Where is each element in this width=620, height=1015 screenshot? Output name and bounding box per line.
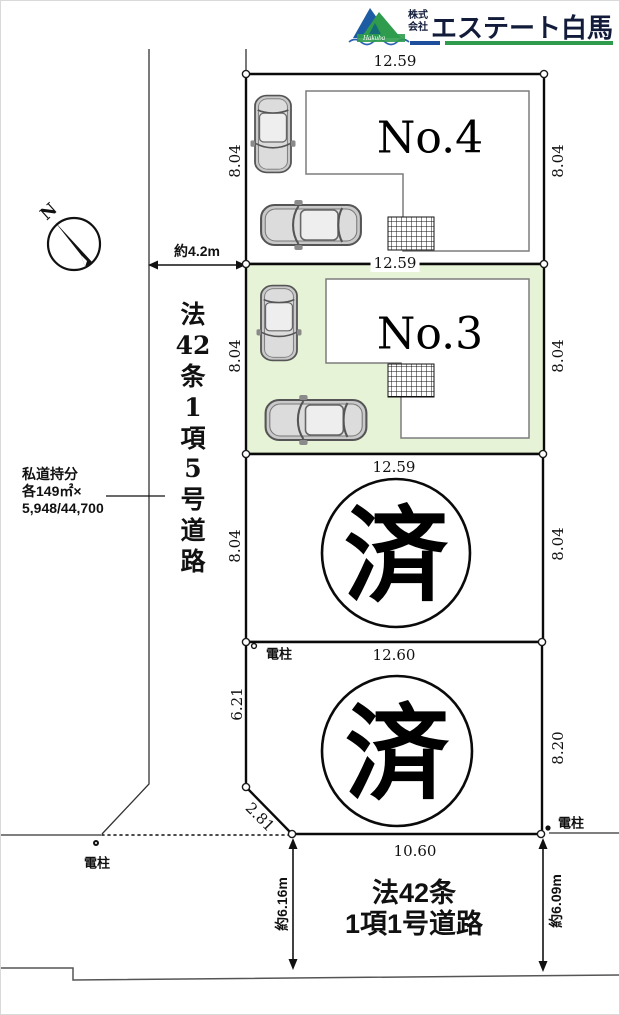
road-width-616-label: 約6.16m xyxy=(274,877,290,931)
road-width-arrow-609m xyxy=(538,838,548,972)
plot-no3-label: No.3 xyxy=(376,308,484,360)
car-icon-no4-vertical xyxy=(249,94,297,174)
north-compass-icon xyxy=(46,216,102,272)
road-width-609-label: 約6.09m xyxy=(548,874,564,928)
public-road-name-line2: 1項1号道路 xyxy=(344,909,484,939)
logo-tagline: Hakuba xyxy=(363,34,386,42)
dim-no4-right: 8.04 xyxy=(549,144,567,178)
building-no3 xyxy=(325,278,530,439)
private-road-name-char: 路 xyxy=(180,547,206,576)
car-icon-no3-horizontal xyxy=(264,393,368,447)
sold-circle-2 xyxy=(320,674,474,828)
road-width-arrow-42m xyxy=(148,260,246,270)
corner-markers xyxy=(241,69,549,839)
private-road-name-char: 号 xyxy=(180,485,206,515)
dim-sold2-left: 6.21 xyxy=(228,687,246,721)
dim-sold1-bottom: 12.60 xyxy=(372,646,416,664)
sold-stamp-2: 済 xyxy=(344,692,450,815)
utility-pole-label-3: 電柱 xyxy=(557,815,585,831)
private-road-name-char: 1 xyxy=(184,392,202,422)
public-road-lines xyxy=(1,832,619,981)
dim-sold1-left: 8.04 xyxy=(226,529,244,563)
public-road-name: 法42条 1項1号道路 xyxy=(345,878,483,940)
private-road-name-char: 5 xyxy=(184,454,202,484)
dim-no3-top: 12.59 xyxy=(370,254,420,272)
building-no4 xyxy=(305,90,530,252)
car-icon-no4-horizontal xyxy=(260,198,362,252)
private-road-name-char: 条 xyxy=(180,361,206,391)
public-road-name-line1: 法42条 xyxy=(371,878,457,908)
company-prefix-line2: 会社 xyxy=(408,22,428,33)
dim-no4-top: 12.59 xyxy=(373,52,417,70)
porch-hatch-no3 xyxy=(387,363,435,398)
private-road-name-char: 42 xyxy=(175,330,211,360)
company-prefix-line1: 株式 xyxy=(408,10,428,21)
dim-no3-right: 8.04 xyxy=(549,339,567,373)
dim-sold2-right: 8.20 xyxy=(549,731,567,765)
dim-sold2-bottom: 10.60 xyxy=(393,842,437,860)
private-road-share-note: 私道持分 各149㎡× 5,948/44,700 xyxy=(22,466,104,517)
company-name: エステート白馬 xyxy=(431,13,614,43)
utility-pole-label-2: 電柱 xyxy=(83,855,111,871)
share-note-line1: 私道持分 xyxy=(22,466,78,482)
utility-pole-markers xyxy=(93,642,551,846)
private-road-name-char: 道 xyxy=(180,516,206,546)
dim-sold1-top: 12.59 xyxy=(372,458,416,476)
utility-pole-label-1: 電柱 xyxy=(265,646,293,662)
dim-sold1-right: 8.04 xyxy=(549,527,567,561)
dim-no3-left: 8.04 xyxy=(226,339,244,373)
private-road-width-label: 約4.2m xyxy=(174,243,220,259)
private-road-edge-line xyxy=(101,49,247,835)
sold-stamp-1: 済 xyxy=(343,494,449,617)
share-note-line2: 各149㎡× xyxy=(22,483,82,499)
road-width-arrow-616m xyxy=(288,838,298,970)
private-road-name-char: 法 xyxy=(180,300,206,329)
porch-hatch-no4 xyxy=(387,216,435,251)
company-logo-mountain-icon xyxy=(348,8,613,46)
dim-no4-left: 8.04 xyxy=(226,144,244,178)
sold-circle-1 xyxy=(320,477,472,629)
private-road-name-char: 項 xyxy=(180,423,206,453)
car-icon-no3-vertical xyxy=(255,284,303,362)
share-note-line3: 5,948/44,700 xyxy=(22,500,104,516)
plot-no4-label: No.4 xyxy=(376,112,484,164)
